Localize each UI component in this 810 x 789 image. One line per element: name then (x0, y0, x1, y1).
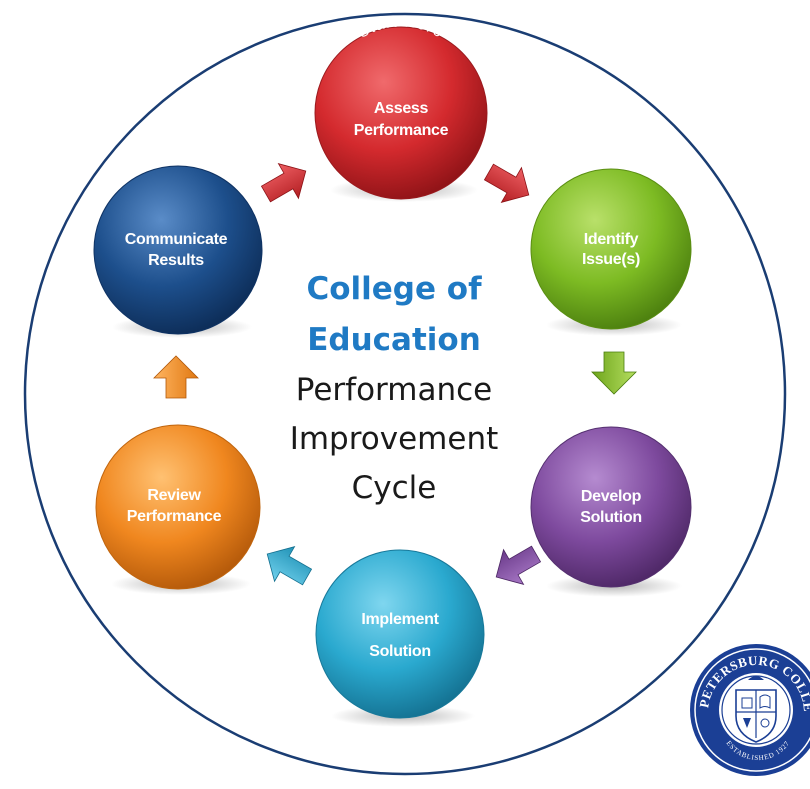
node-assess-line-1: Assess (374, 100, 429, 117)
title-line-1: College of (306, 271, 482, 307)
title-line-2: Education (307, 322, 481, 358)
center-title: College of Education Performance Improve… (290, 271, 499, 506)
arrow-develop-to-implement (495, 545, 542, 585)
node-communicate-results: Communicate Results (93, 165, 263, 338)
node-assess-line-2: Performance (354, 122, 449, 139)
node-identify-line-2: Issue(s) (582, 251, 640, 268)
node-implement-line-1: Implement (361, 611, 439, 628)
arrow-assess-to-identify (483, 163, 530, 203)
node-review-line-1: Review (147, 487, 201, 504)
node-develop-line-1: Develop (581, 488, 642, 505)
title-line-4: Improvement (290, 421, 499, 457)
node-develop-solution: Develop Solution (530, 426, 692, 597)
arrow-review-to-communicate (153, 355, 199, 399)
node-develop-line-2: Solution (580, 509, 642, 526)
arrow-implement-to-review (266, 546, 313, 586)
title-line-5: Cycle (352, 470, 437, 506)
arrow-identify-to-develop (591, 351, 637, 395)
node-identify-line-1: Identify (584, 231, 639, 248)
arrow-communicate-to-assess (260, 163, 307, 203)
node-review-performance: Review Performance (95, 424, 261, 595)
seal-shield-icon (735, 689, 777, 743)
node-identify-issues: Identify Issue(s) (530, 168, 692, 336)
seal-lamp-icon (748, 676, 764, 680)
node-communicate-line-1: Communicate (125, 231, 228, 248)
node-communicate-line-2: Results (148, 252, 204, 269)
node-review-line-2: Performance (127, 508, 222, 525)
node-implement-solution: Implement Solution (315, 549, 485, 727)
node-assess-performance: Start Here Assess Performance (314, 13, 488, 202)
node-implement-line-2: Solution (369, 643, 431, 660)
title-line-3: Performance (296, 372, 492, 408)
